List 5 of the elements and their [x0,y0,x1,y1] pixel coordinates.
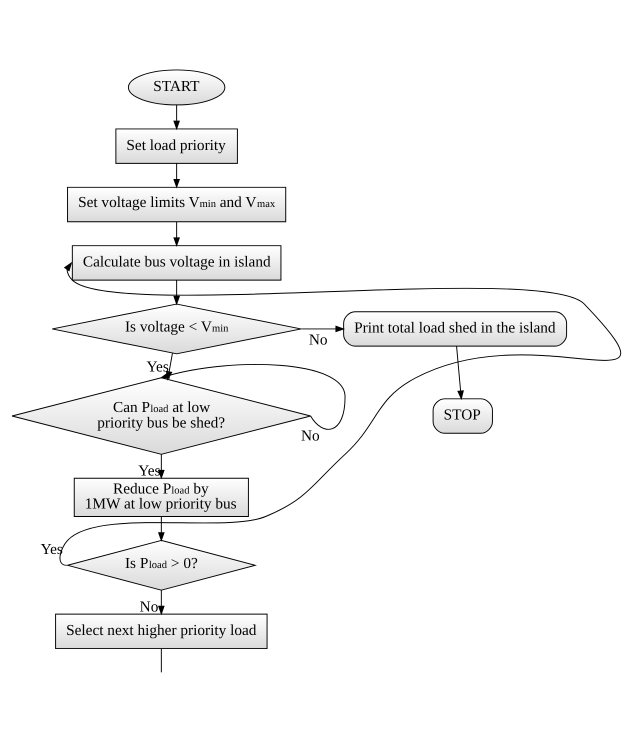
edge-label: No [140,598,158,615]
edge-label: Yes [40,540,63,558]
edge-label: No [308,331,328,348]
edge-label: Yes [146,358,169,376]
edge-label: Yes [138,462,161,479]
